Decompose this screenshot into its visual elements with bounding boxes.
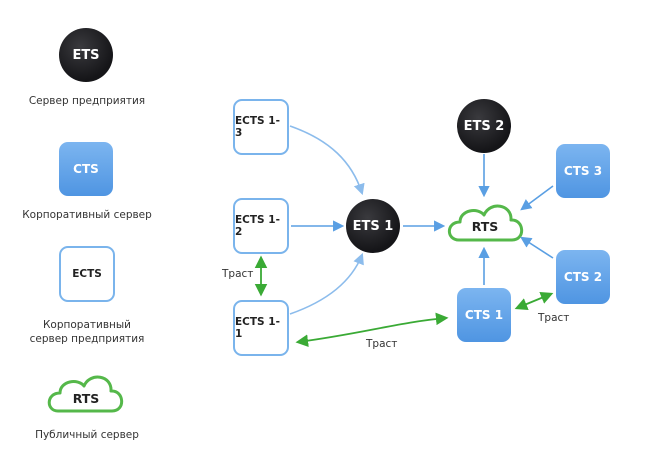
legend-ects-node: ECTS: [59, 246, 115, 302]
legend-ets-label: ETS: [72, 47, 100, 63]
node-cts-3: CTS 3: [556, 144, 610, 198]
legend-cts-caption: Корпоративный сервер: [22, 209, 152, 221]
node-ects-1-1-label: ECTS 1-1: [235, 316, 280, 340]
legend-ects-caption-line2: сервер предприятия: [29, 333, 145, 345]
node-cts-3-label: CTS 3: [563, 164, 603, 178]
trust-arrow-ects11-cts1: [295, 312, 449, 347]
trust-label-bottom: Траст: [366, 338, 398, 350]
node-rts-label: RTS: [471, 219, 499, 234]
arrow-cts2-rts: [520, 236, 554, 259]
node-ects-1-2: ECTS 1-2: [233, 198, 289, 254]
legend-ects-label: ECTS: [72, 268, 102, 280]
node-cts-2: CTS 2: [556, 250, 610, 304]
legend-ets-node: ETS: [59, 28, 113, 82]
trust-label-ects: Траст: [222, 268, 254, 280]
arrow-ects11-ets1: [289, 252, 364, 315]
legend-ets-caption: Сервер предприятия: [28, 95, 146, 107]
legend-rts-caption: Публичный сервер: [35, 429, 139, 441]
trust-label-cts: Траст: [538, 312, 570, 324]
legend-ects-caption-line1: Корпоративный: [42, 319, 132, 331]
node-cts-1-label: CTS 1: [464, 308, 504, 322]
legend-rts-cloud-icon: [47, 375, 124, 413]
rts-cloud-icon: [447, 204, 524, 242]
legend-cts-node: CTS: [59, 142, 113, 196]
node-ets-2-label: ETS 2: [463, 118, 505, 134]
node-ects-1-3: ECTS 1-3: [233, 99, 289, 155]
legend-cts-label: CTS: [73, 162, 99, 176]
node-cts-2-label: CTS 2: [563, 270, 603, 284]
node-ets-2: ETS 2: [457, 99, 511, 153]
arrow-cts3-rts: [520, 185, 554, 211]
trust-arrow-cts1-cts2: [514, 292, 554, 310]
node-cts-1: CTS 1: [457, 288, 511, 342]
legend-rts-label: RTS: [72, 391, 100, 406]
legend-ects-caption: Корпоративный сервер предприятия: [0, 318, 187, 346]
arrow-ects13-ets1: [289, 125, 365, 196]
node-ects-1-2-label: ECTS 1-2: [235, 214, 280, 238]
node-ets-1-label: ETS 1: [352, 218, 394, 234]
node-ets-1: ETS 1: [346, 199, 400, 253]
node-ects-1-3-label: ECTS 1-3: [235, 115, 280, 139]
node-ects-1-1: ECTS 1-1: [233, 300, 289, 356]
